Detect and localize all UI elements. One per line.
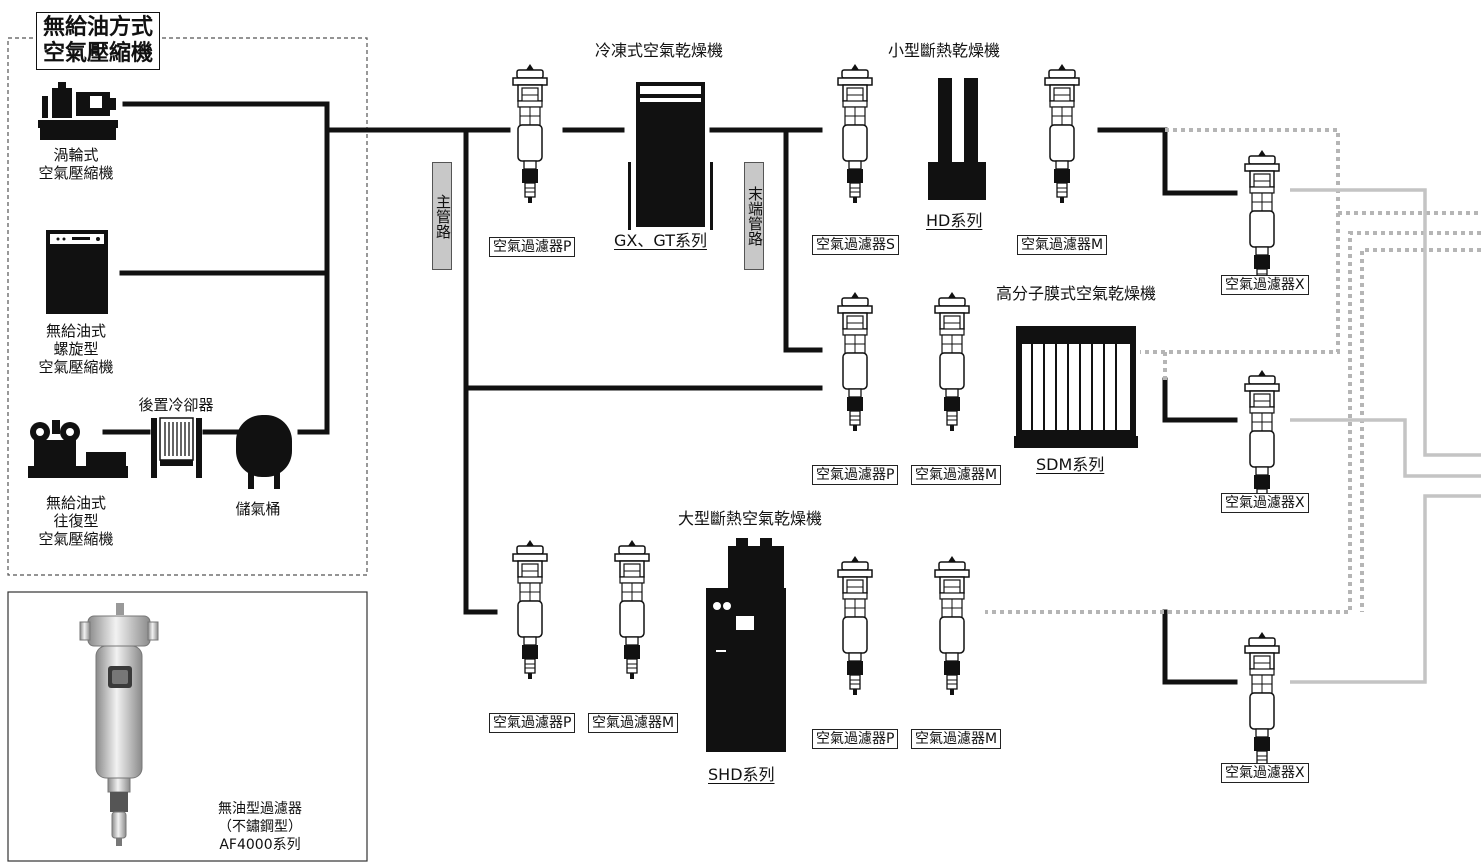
filter-x-label: 空氣過濾器X (1221, 763, 1309, 783)
product-caption-line3: AF4000系列 (190, 836, 330, 854)
membrane-dryer-series: SDM系列 (1036, 456, 1104, 474)
screw-compressor-drawing (46, 230, 108, 314)
filter-m-label: 空氣過濾器M (588, 713, 678, 733)
filter-m-label: 空氣過濾器M (1017, 235, 1107, 255)
air-tank-drawing (236, 415, 292, 489)
recip-label-line2: 往復型 (22, 512, 130, 530)
aftercooler-label: 後置冷卻器 (122, 396, 230, 414)
filter-p-label: 空氣過濾器P (812, 729, 898, 749)
screw-label-line1: 無給油式 (22, 322, 130, 340)
aftercooler-drawing (151, 418, 202, 478)
filter-x-label: 空氣過濾器X (1221, 493, 1309, 513)
compressor-group-title-line2: 空氣壓縮機 (43, 41, 153, 67)
screw-label-line2: 螺旋型 (22, 340, 130, 358)
turbo-compressor-drawing (38, 82, 118, 140)
reciprocating-compressor-label: 無給油式 往復型 空氣壓縮機 (22, 494, 130, 548)
filter-p-label: 空氣過濾器P (489, 237, 575, 257)
compressor-group-title: 無給油方式 空氣壓縮機 (36, 12, 160, 70)
small-heatless-dryer-title: 小型斷熱乾燥機 (888, 42, 1000, 60)
end-pipe-label: 末端管路 (744, 162, 764, 270)
refrigerated-dryer-title: 冷凍式空氣乾燥機 (595, 42, 723, 60)
recip-label-line3: 空氣壓縮機 (22, 530, 130, 548)
product-caption-line2: （不鏽鋼型） (190, 818, 330, 836)
main-pipe-label: 主管路 (432, 162, 452, 270)
product-caption-line1: 無油型過濾器 (190, 800, 330, 818)
product-caption: 無油型過濾器 （不鏽鋼型） AF4000系列 (190, 800, 330, 854)
tank-label: 儲氣桶 (228, 500, 288, 518)
shd-dryer-drawing (706, 538, 786, 752)
turbo-compressor-label: 渦輪式 空氣壓縮機 (22, 146, 130, 182)
turbo-label-line1: 渦輪式 (22, 146, 130, 164)
filter-m-label: 空氣過濾器M (911, 465, 1001, 485)
hd-dryer-drawing (928, 78, 986, 200)
filter-p-label: 空氣過濾器P (489, 713, 575, 733)
reciprocating-compressor-drawing (28, 420, 128, 478)
filter-p-label: 空氣過濾器P (812, 465, 898, 485)
turbo-label-line2: 空氣壓縮機 (22, 164, 130, 182)
screw-compressor-label: 無給油式 螺旋型 空氣壓縮機 (22, 322, 130, 376)
large-heatless-dryer-series: SHD系列 (708, 766, 775, 784)
membrane-dryer-title: 高分子膜式空氣乾燥機 (996, 285, 1156, 303)
sdm-dryer-drawing (1014, 326, 1138, 448)
filter-m-label: 空氣過濾器M (911, 729, 1001, 749)
filter-s-label: 空氣過濾器S (812, 235, 899, 255)
outlet-lines (1290, 190, 1481, 682)
refrigerated-dryer-series: GX、GT系列 (614, 232, 707, 250)
large-heatless-dryer-title: 大型斷熱空氣乾燥機 (678, 510, 822, 528)
compressor-group-title-line1: 無給油方式 (43, 15, 153, 41)
af4000-product-drawing (80, 603, 158, 846)
small-heatless-dryer-series: HD系列 (926, 212, 982, 230)
refrigerated-dryer-drawing (628, 82, 713, 230)
screw-label-line3: 空氣壓縮機 (22, 358, 130, 376)
filter-x-label: 空氣過濾器X (1221, 275, 1309, 295)
recip-label-line1: 無給油式 (22, 494, 130, 512)
